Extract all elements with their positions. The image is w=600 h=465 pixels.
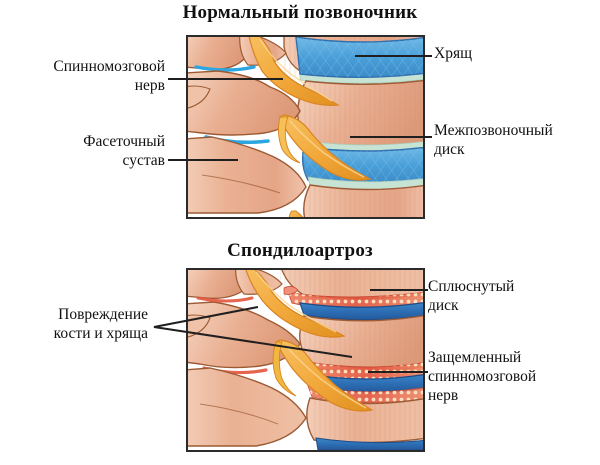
panel-title-normal: Нормальный позвоночник <box>182 2 418 23</box>
spondyloarthrosis-illustration <box>188 270 423 450</box>
label-facet-joint: Фасеточный сустав <box>83 133 165 169</box>
facet-cartilage-upper <box>194 65 256 72</box>
flattened-disc-bottom <box>315 437 423 450</box>
posterior-arch-middle <box>188 70 301 136</box>
vertebra-lower <box>303 184 423 217</box>
facet-damage-upper <box>196 296 254 303</box>
label-bone-and-cartilage-damage: Повреждение кости и хряща <box>53 306 148 342</box>
posterior-arch-middle-diseased <box>188 301 301 369</box>
bone-damage-upper <box>283 286 423 310</box>
vertebra-lower-diseased <box>306 397 423 444</box>
normal-spine-illustration <box>188 37 423 217</box>
label-pinched-spinal-nerve: Защемленный спинномозговой нерв <box>428 349 537 404</box>
label-intervertebral-disc: Межпозвоночный диск <box>434 122 553 158</box>
panel-spondyloarthrosis <box>186 268 425 452</box>
flattened-disc-upper <box>299 302 423 321</box>
bone-damage-middle <box>307 361 423 381</box>
panel-normal-spine <box>186 35 425 219</box>
posterior-arch-lower-diseased <box>188 367 307 447</box>
label-flattened-disc: Сплюснутый диск <box>428 278 515 314</box>
spinal-nerve-upper <box>248 37 340 106</box>
posterior-arch-lower <box>188 136 307 214</box>
intervertebral-disc-upper <box>295 37 423 78</box>
label-cartilage: Хрящ <box>434 45 473 62</box>
vertebra-upper-diseased <box>280 270 423 300</box>
leader-bone-damage <box>153 306 353 358</box>
label-spinal-nerve: Спинномозговой нерв <box>53 58 165 94</box>
spinal-nerve-lower <box>277 114 372 181</box>
pinched-nerve-lower <box>272 339 374 412</box>
panel-title-spondyloarthrosis: Спондилоартроз <box>227 240 373 261</box>
spinal-nerve-stub <box>288 210 304 217</box>
pinched-nerve-upper <box>245 270 346 338</box>
